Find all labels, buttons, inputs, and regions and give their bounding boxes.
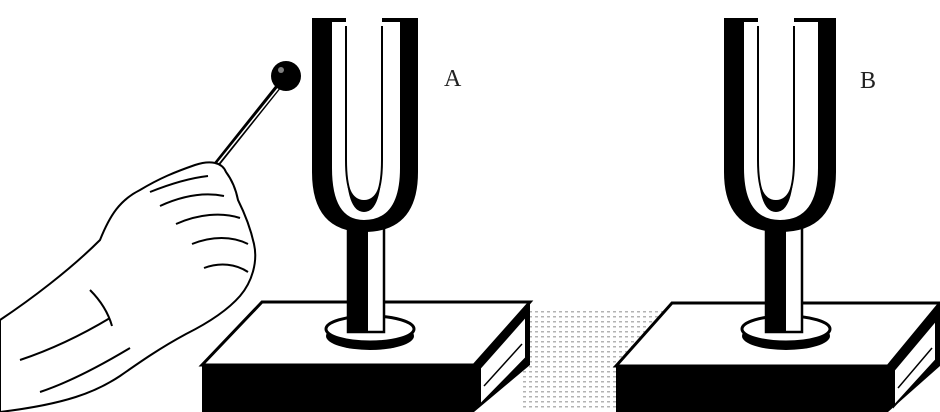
fork-a-label: A xyxy=(444,66,461,93)
tuning-fork-a xyxy=(312,18,418,350)
mallet-icon xyxy=(212,61,301,170)
tuning-fork-b xyxy=(724,18,836,350)
fork-b-label: B xyxy=(860,68,876,95)
